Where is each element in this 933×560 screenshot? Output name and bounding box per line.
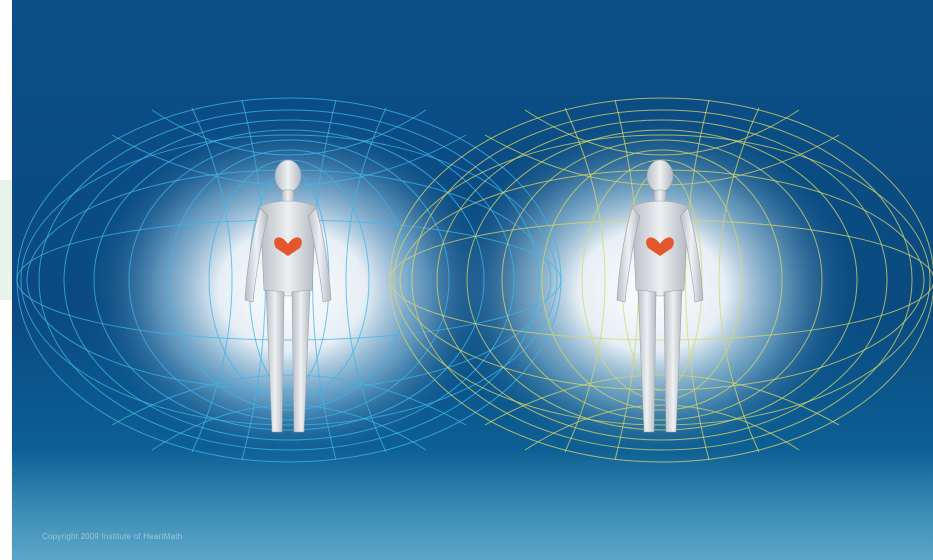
copyright-text: Copyright 2009 Institute of HeartMath — [42, 532, 182, 541]
left-edge-strip — [0, 180, 12, 300]
right-person-head — [647, 160, 673, 192]
torus-fields-artwork — [12, 0, 933, 560]
left-person-head — [275, 160, 301, 192]
heart-field-illustration: Copyright 2009 Institute of HeartMath — [12, 0, 933, 560]
